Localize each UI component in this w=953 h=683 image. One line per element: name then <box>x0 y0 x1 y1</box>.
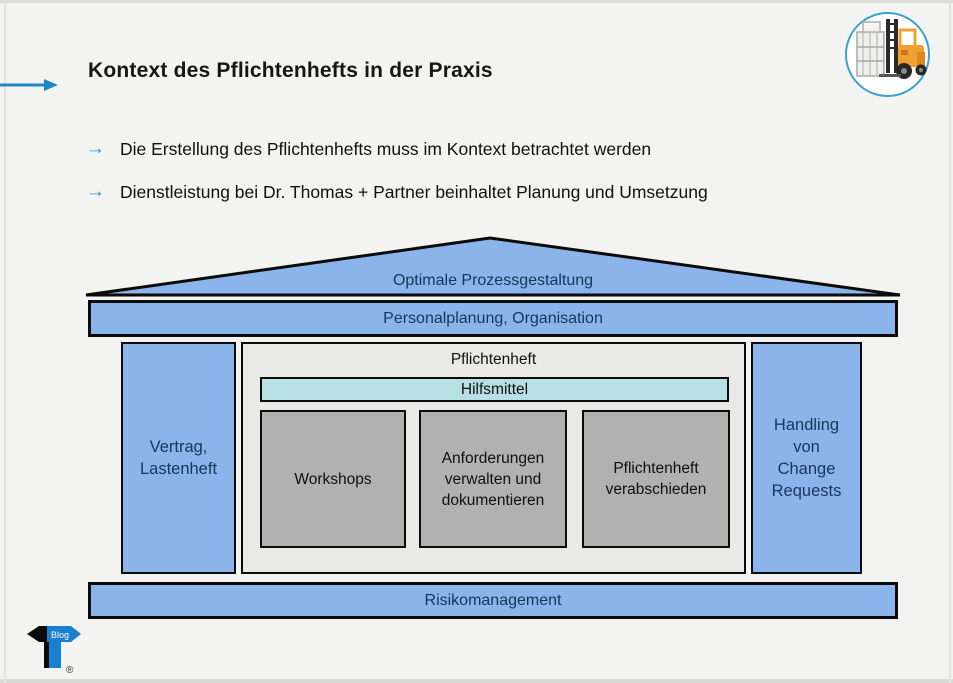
bullet-item: → Die Erstellung des Pflichtenhefts muss… <box>86 138 886 160</box>
panel-title: Pflichtenheft <box>450 351 537 368</box>
task-box-anforderungen: Anforderungen verwalten und dokumentiere… <box>419 410 567 548</box>
bullet-text: Dienstleistung bei Dr. Thomas + Partner … <box>120 182 708 202</box>
page-border-right <box>949 0 951 683</box>
hilfsmittel-label: Hilfsmittel <box>460 380 529 398</box>
title-accent-arrow-icon <box>0 77 60 93</box>
arrow-bullet-icon: → <box>86 138 105 159</box>
task-box-verabschieden: Pflichtenheft verabschieden <box>582 410 730 548</box>
watermark-text: Blog <box>51 630 69 640</box>
pflichtenheft-panel: Pflichtenheft Hilfsmittel Workshops Anfo… <box>241 342 746 574</box>
bullet-item: → Dienstleistung bei Dr. Thomas + Partne… <box>86 181 886 203</box>
roof-label: Optimale Prozessgestaltung <box>392 272 594 289</box>
pillar-vertrag-lastenheft: Vertrag, Lastenheft <box>121 342 236 574</box>
watermark-logo-icon: Blog ® <box>26 620 86 676</box>
page-border-left <box>4 0 6 683</box>
architrave-bar: Personalplanung, Organisation <box>88 300 898 337</box>
task-box-workshops: Workshops <box>260 410 406 548</box>
task-label: Workshops <box>294 470 372 488</box>
arrow-bullet-icon: → <box>86 181 105 202</box>
page-border-bottom <box>0 679 953 683</box>
pillar-label: Handling von Change Requests <box>771 416 842 500</box>
page-title: Kontext des Pflichtenhefts in der Praxis <box>88 59 493 82</box>
roof-triangle <box>84 236 902 298</box>
architrave-label: Personalplanung, Organisation <box>383 309 603 327</box>
pillar-change-requests: Handling von Change Requests <box>751 342 862 574</box>
page-border-top <box>0 0 953 3</box>
forklift-logo-icon <box>843 10 932 99</box>
pillar-label: Vertrag, Lastenheft <box>139 438 218 478</box>
task-label: Anforderungen verwalten und dokumentiere… <box>441 449 545 509</box>
hilfsmittel-bar: Hilfsmittel <box>260 377 729 402</box>
risikomanagement-label: Risikomanagement <box>424 591 562 609</box>
registered-mark: ® <box>66 665 74 676</box>
task-label: Pflichtenheft verabschieden <box>605 460 707 498</box>
bullet-text: Die Erstellung des Pflichtenhefts muss i… <box>120 139 652 159</box>
risikomanagement-bar: Risikomanagement <box>88 582 898 619</box>
